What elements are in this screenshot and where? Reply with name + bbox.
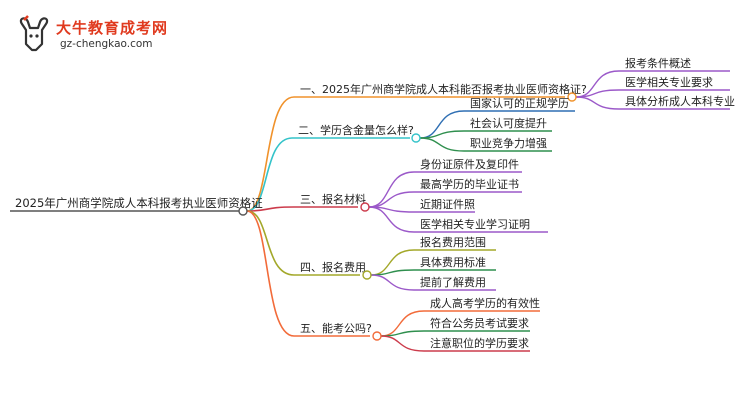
branch-collapse-toggle[interactable] <box>372 331 382 341</box>
subtopic[interactable]: 具体分析成人本科专业 <box>625 94 735 108</box>
branch-connector <box>246 137 293 212</box>
subtopic[interactable]: 近期证件照 <box>420 198 475 211</box>
subtopic-connector <box>368 206 415 233</box>
subtopic[interactable]: 报名费用范围 <box>420 235 486 249</box>
branch-topic[interactable]: 三、报名材料 <box>300 192 366 206</box>
subtopic[interactable]: 成人高考学历的有效性 <box>430 296 540 310</box>
subtopic[interactable]: 国家认可的正规学历 <box>470 96 569 110</box>
subtopic-connector <box>370 274 415 291</box>
subtopic-connector <box>370 269 415 276</box>
branch-connector <box>246 206 295 212</box>
subtopic-connector <box>368 191 415 208</box>
root-collapse-toggle[interactable] <box>238 206 248 216</box>
branch-connector <box>246 210 295 337</box>
branch-connector <box>246 96 295 212</box>
subtopic[interactable]: 职业竞争力增强 <box>470 136 547 150</box>
subtopic[interactable]: 社会认可度提升 <box>470 116 547 130</box>
branch-connector <box>246 210 295 276</box>
subtopic-connector <box>419 130 465 139</box>
logo-title: 大牛教育成考网 <box>56 19 169 37</box>
subtopic[interactable]: 医学相关专业要求 <box>625 75 713 89</box>
subtopic-connector <box>368 171 415 208</box>
branch-topic[interactable]: 五、能考公吗? <box>300 321 372 335</box>
subtopic[interactable]: 注意职位的学历要求 <box>430 336 529 350</box>
branch-collapse-toggle[interactable] <box>360 202 370 212</box>
bull-logo-icon <box>19 15 49 52</box>
site-logo[interactable]: 大牛教育成考网 gz-chengkao.com <box>16 14 216 56</box>
subtopic[interactable]: 具体费用标准 <box>420 255 486 269</box>
branch-topic[interactable]: 二、学历含金量怎么样? <box>298 123 414 137</box>
subtopic[interactable]: 身份证原件及复印件 <box>420 157 519 171</box>
branch-collapse-toggle[interactable] <box>362 270 372 280</box>
subtopic[interactable]: 提前了解费用 <box>420 275 486 289</box>
subtopic[interactable]: 医学相关专业学习证明 <box>420 217 530 231</box>
subtopic[interactable]: 报考条件概述 <box>625 56 691 70</box>
subtopic-connector <box>380 335 425 352</box>
root-topic: 2025年广州商学院成人本科报考执业医师资格证 <box>15 196 263 210</box>
logo-url: gz-chengkao.com <box>60 38 153 50</box>
branch-collapse-toggle[interactable] <box>567 92 577 102</box>
subtopic-connector <box>380 330 425 337</box>
subtopic[interactable]: 符合公务员考试要求 <box>430 316 529 330</box>
branch-topic[interactable]: 四、报名费用 <box>300 260 366 274</box>
subtopic[interactable]: 最高学历的毕业证书 <box>420 177 519 191</box>
branch-topic[interactable]: 一、2025年广州商学院成人本科能否报考执业医师资格证? <box>300 82 587 96</box>
subtopic-connector <box>575 96 620 110</box>
branch-collapse-toggle[interactable] <box>411 133 421 143</box>
subtopic-connector <box>419 137 465 152</box>
